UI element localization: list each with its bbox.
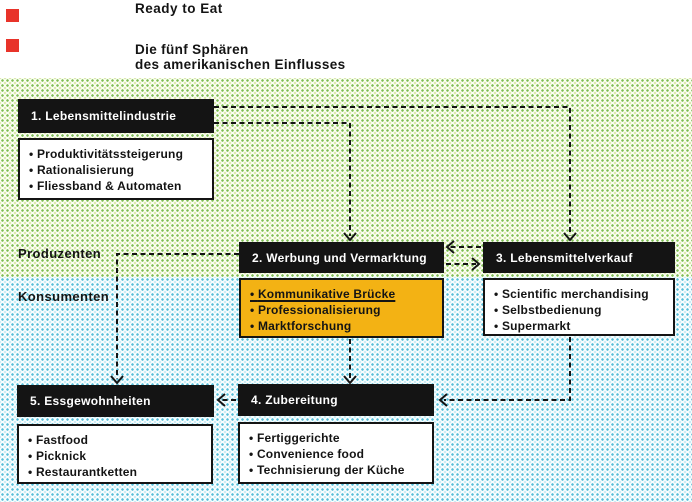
red-marker-square-2 <box>6 39 19 52</box>
box-1-list: Produktivitätssteigerung Rationalisierun… <box>18 138 214 200</box>
box-5-header: 5. Essgewohnheiten <box>17 385 214 417</box>
box-2-item-underlined: Kommunikative Brücke <box>250 286 438 302</box>
zone-label-producers: Produzenten <box>18 246 102 261</box>
subtitle-line-1: Die fünf Sphären <box>135 42 249 57</box>
box-5-item: Picknick <box>28 448 207 464</box>
box-5-item: Fastfood <box>28 432 207 448</box>
box-2-item: Marktforschung <box>250 318 438 334</box>
page-subtitle: Die fünf Sphären des amerikanischen Einf… <box>135 42 346 72</box>
red-marker-square-1 <box>6 9 19 22</box>
box-4-item: Technisierung der Küche <box>249 462 428 478</box>
box-1-item: Rationalisierung <box>29 162 208 178</box>
box-2-list-highlighted: Kommunikative Brücke Professionalisierun… <box>239 278 444 338</box>
box-3-item: Selbstbedienung <box>494 302 669 318</box>
box-1-item: Produktivitätssteigerung <box>29 146 208 162</box>
box-5-item: Restaurantketten <box>28 464 207 480</box>
box-2-item: Professionalisierung <box>250 302 438 318</box>
box-2-header: 2. Werbung und Vermarktung <box>239 242 444 273</box>
box-5-list: Fastfood Picknick Restaurantketten <box>17 424 213 484</box>
box-1-header: 1. Lebensmittelindustrie <box>18 99 214 133</box>
box-4-item: Convenience food <box>249 446 428 462</box>
box-1-item: Fliessband & Automaten <box>29 178 208 194</box>
box-3-item: Supermarkt <box>494 318 669 334</box>
box-4-header: 4. Zubereitung <box>238 384 434 416</box>
zone-label-consumers: Konsumenten <box>18 289 110 304</box>
box-3-list: Scientific merchandising Selbstbedienung… <box>483 278 675 336</box>
box-4-item: Fertiggerichte <box>249 430 428 446</box>
box-3-header: 3. Lebensmittelverkauf <box>483 242 675 273</box>
box-4-list: Fertiggerichte Convenience food Technisi… <box>238 422 434 484</box>
page-title: Ready to Eat <box>135 1 223 16</box>
subtitle-line-2: des amerikanischen Einflusses <box>135 57 346 72</box>
box-3-item: Scientific merchandising <box>494 286 669 302</box>
